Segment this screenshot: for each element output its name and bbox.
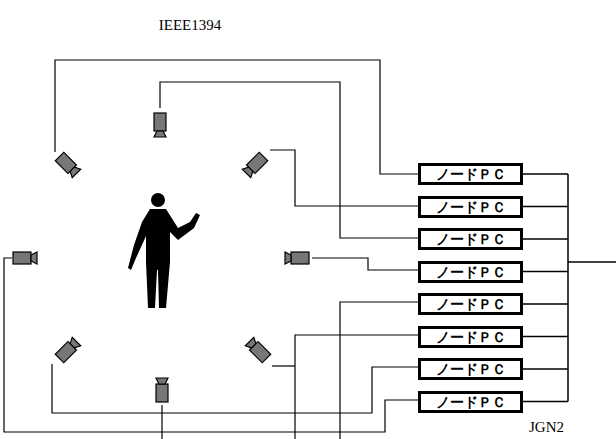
cable xyxy=(312,258,418,270)
bus-stub xyxy=(523,336,568,338)
camera-icon xyxy=(55,337,80,362)
bus-stub xyxy=(523,401,568,403)
bus-trunk xyxy=(567,174,569,402)
node-pc-box: ノードＰＣ xyxy=(418,196,523,218)
bus-stub xyxy=(523,206,568,208)
node-label: ノードＰＣ xyxy=(436,362,506,376)
bus-stub xyxy=(523,238,568,240)
camera-icon xyxy=(156,378,168,402)
cable xyxy=(52,364,418,413)
node-label: ノードＰＣ xyxy=(436,200,506,214)
node-pc-box: ノードＰＣ xyxy=(418,163,523,185)
cable xyxy=(161,405,162,439)
node-label: ノードＰＣ xyxy=(436,395,506,409)
jgn2-bus xyxy=(523,174,616,402)
bus-stub xyxy=(523,303,568,305)
camera-icon xyxy=(242,152,267,177)
node-label: ノードＰＣ xyxy=(436,297,506,311)
cable xyxy=(272,365,295,366)
person-silhouette xyxy=(128,193,200,308)
camera-icon xyxy=(13,252,37,264)
cable xyxy=(340,302,418,439)
node-pc-box: ノードＰＣ xyxy=(418,358,523,380)
camera-icon xyxy=(55,152,80,177)
bus-stub xyxy=(523,271,568,273)
node-pc-box: ノードＰＣ xyxy=(418,293,523,315)
node-label: ノードＰＣ xyxy=(436,167,506,181)
cameras xyxy=(13,113,309,402)
cable xyxy=(55,60,418,174)
cable-type-label: IEEE1394 xyxy=(158,18,222,33)
node-pc-box: ノードＰＣ xyxy=(418,228,523,250)
network-label: JGN2 xyxy=(528,420,565,435)
cable xyxy=(270,150,418,206)
camera-icon xyxy=(285,252,309,264)
bus-stub xyxy=(523,173,568,175)
bus-stub xyxy=(523,368,568,370)
node-pc-box: ノードＰＣ xyxy=(418,391,523,413)
camera-icon xyxy=(154,113,166,137)
node-pc-box: ノードＰＣ xyxy=(418,261,523,283)
cable xyxy=(4,258,418,432)
node-label: ノードＰＣ xyxy=(436,265,506,279)
node-label: ノードＰＣ xyxy=(436,330,506,344)
node-pc-box: ノードＰＣ xyxy=(418,326,523,348)
camera-icon xyxy=(245,337,270,362)
bus-uplink xyxy=(568,261,616,263)
node-label: ノードＰＣ xyxy=(436,232,506,246)
cable xyxy=(295,335,418,439)
ieee1394-cables xyxy=(4,60,418,439)
